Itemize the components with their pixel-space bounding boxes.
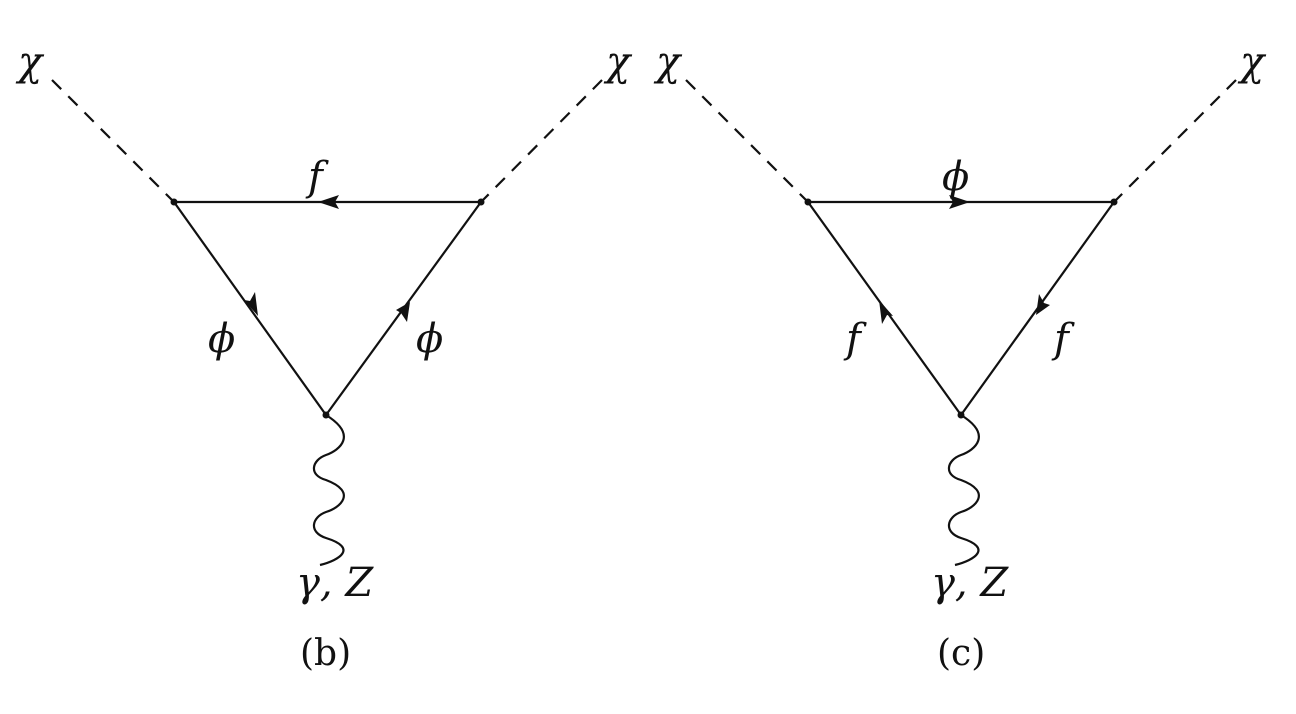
chi-label-left-b: χ xyxy=(15,39,45,85)
left-arrow-b xyxy=(244,292,258,316)
incoming-chi-line-c xyxy=(685,79,809,203)
right-line-label-c: f xyxy=(1051,316,1075,362)
diagram-c: ϕ f f χ χ γ, Z (c) xyxy=(653,39,1267,674)
chi-label-left-c: χ xyxy=(653,39,683,85)
incoming-chi-line-b xyxy=(51,79,175,203)
top-arrow-c xyxy=(949,195,970,209)
left-arrow-c xyxy=(879,300,893,324)
boson-label-c: γ, Z xyxy=(931,560,1009,606)
boson-label-b: γ, Z xyxy=(296,560,374,606)
top-arrow-b xyxy=(318,195,339,209)
right-line-label-b: ϕ xyxy=(416,316,443,362)
vertex-top-left-b xyxy=(170,198,178,206)
caption-c: (c) xyxy=(937,633,985,674)
caption-b: (b) xyxy=(300,633,351,674)
right-arrow-c xyxy=(1036,294,1050,315)
vertex-top-left-c xyxy=(804,198,812,206)
boson-line-b xyxy=(312,414,345,567)
right-arrow-b xyxy=(396,302,410,322)
outgoing-chi-line-c xyxy=(1113,79,1237,203)
left-line-label-c: f xyxy=(843,316,867,362)
vertex-top-right-c xyxy=(1110,198,1118,206)
vertex-top-right-b xyxy=(477,198,485,206)
boson-line-c xyxy=(947,414,980,567)
chi-label-right-b: χ xyxy=(603,39,633,85)
left-line-label-b: ϕ xyxy=(208,316,235,362)
chi-label-right-c: χ xyxy=(1237,39,1267,85)
top-line-label-b: f xyxy=(305,154,329,200)
left-propagator-b xyxy=(173,201,327,416)
top-line-label-c: ϕ xyxy=(942,154,969,200)
diagram-b: f ϕ ϕ χ χ γ, Z (b) xyxy=(15,39,633,674)
outgoing-chi-line-b xyxy=(480,79,603,203)
